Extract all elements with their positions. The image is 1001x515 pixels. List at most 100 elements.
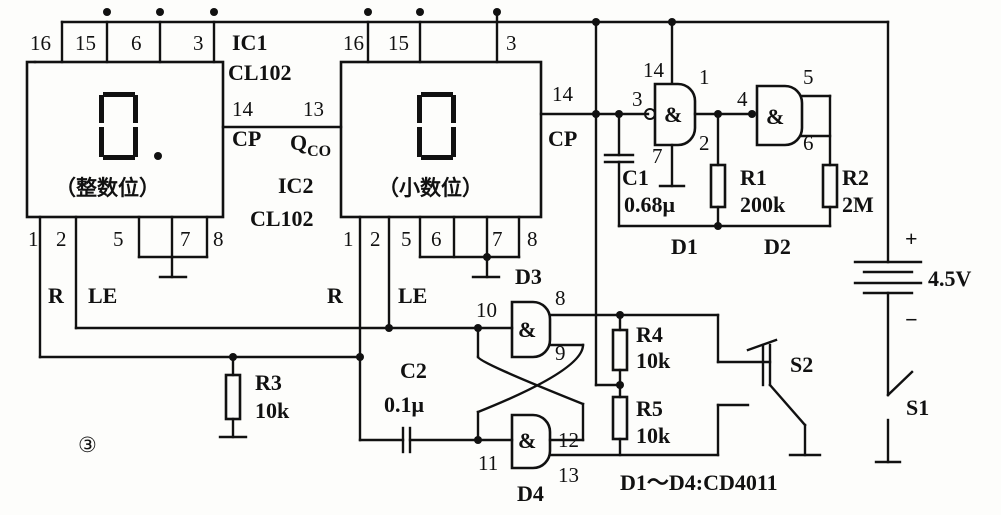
d1-pin3-label: 3 xyxy=(632,87,643,111)
s1-label: S1 xyxy=(906,395,929,420)
junction-dot xyxy=(103,8,111,16)
battery-voltage-label: 4.5V xyxy=(928,266,972,291)
pin-numbers: 16 15 6 3 16 15 3 14 13 14 1 2 5 7 8 1 2… xyxy=(28,31,814,487)
d1-pin2-label: 2 xyxy=(699,131,710,155)
d2-pin4-label: 4 xyxy=(737,87,748,111)
ic2-r-label: R xyxy=(327,283,344,308)
ic1-chip xyxy=(25,60,225,359)
r1-value: 200k xyxy=(740,192,786,217)
ic1-r-label: R xyxy=(48,283,65,308)
ic1-le-label: LE xyxy=(88,283,117,308)
junction-dot xyxy=(592,18,600,26)
ic2-chip xyxy=(339,60,543,442)
r2-label: R2 xyxy=(842,165,869,190)
d4-pin11-label: 11 xyxy=(478,451,498,475)
d2-and-symbol: & xyxy=(766,104,784,129)
d4-and-symbol: & xyxy=(518,428,536,453)
d3-and-symbol: & xyxy=(518,317,536,342)
ic1-pin6-label: 6 xyxy=(131,31,142,55)
r3-value: 10k xyxy=(255,398,290,423)
d4-pin12-label: 12 xyxy=(558,428,579,452)
d4-label: D4 xyxy=(517,481,544,506)
d3-pin10-label: 10 xyxy=(476,298,497,322)
oscillator-section xyxy=(603,82,839,230)
qco-sub: CO xyxy=(307,143,331,160)
d2-pin6-label: 6 xyxy=(803,131,814,155)
d3-pin8-label: 8 xyxy=(555,286,566,310)
ic2-pin16-label: 16 xyxy=(343,31,364,55)
c1-label: C1 xyxy=(622,165,649,190)
ic2-pin1-label: 1 xyxy=(343,227,354,251)
r2-value: 2M xyxy=(842,192,874,217)
ic2-pin8-label: 8 xyxy=(527,227,538,251)
ic2-qco-label: QCO xyxy=(290,130,331,160)
figure-number: ③ xyxy=(78,433,97,457)
d1-pin1-label: 1 xyxy=(699,65,710,89)
ic2-le-label: LE xyxy=(398,283,427,308)
ic1-pin16-label: 16 xyxy=(30,31,51,55)
ic1-cp-label: CP xyxy=(232,126,261,151)
gate-note-label: D1～D4:CD4011 xyxy=(620,470,778,495)
ic1-pin1-label: 1 xyxy=(28,227,39,251)
d1-pin14-label: 14 xyxy=(643,58,665,82)
qco-main: Q xyxy=(290,130,307,155)
ic2-pin2-label: 2 xyxy=(370,227,381,251)
ic2-pin6-label: 6 xyxy=(431,227,442,251)
d3-pin9-label: 9 xyxy=(555,341,566,365)
d1-pin7-label: 7 xyxy=(652,144,663,168)
junction-dot xyxy=(210,8,218,16)
c2-capacitor xyxy=(358,426,514,454)
d2-pin5-label: 5 xyxy=(803,65,814,89)
ic2-cp-label: CP xyxy=(548,126,577,151)
d4-pin13-label: 13 xyxy=(558,463,579,487)
ic2-pin14-label: 14 xyxy=(552,82,574,106)
c2-value: 0.1μ xyxy=(384,392,425,417)
r4-label: R4 xyxy=(636,322,663,347)
ic1-display-caption: （整数位） xyxy=(55,176,160,200)
r3-label: R3 xyxy=(255,370,282,395)
junction-dot xyxy=(668,18,676,26)
ic2-pin5-label: 5 xyxy=(401,227,412,251)
d1-label: D1 xyxy=(671,234,698,259)
r1-label: R1 xyxy=(740,165,767,190)
ic2-label: IC2 xyxy=(278,173,313,198)
component-labels: IC1 CL102 CP QCO IC2 CL102 CP （整数位） （小数位… xyxy=(48,30,972,506)
flipflop-section xyxy=(476,300,720,470)
ic1-pin3-label: 3 xyxy=(193,31,204,55)
r4-value: 10k xyxy=(636,348,671,373)
ic1-pin5-label: 5 xyxy=(113,227,124,251)
ic2-pin3-label: 3 xyxy=(506,31,517,55)
ic1-part-label: CL102 xyxy=(228,60,292,85)
ic1-pin8-label: 8 xyxy=(213,227,224,251)
junction-dot xyxy=(156,8,164,16)
ic2-pin13-label: 13 xyxy=(303,97,324,121)
ic2-pin7-label: 7 xyxy=(492,227,503,251)
r4-r5-s2-section xyxy=(594,313,822,457)
r3-resistor xyxy=(218,355,248,439)
junction-dot xyxy=(364,8,372,16)
r5-value: 10k xyxy=(636,423,671,448)
ic2-pin15-label: 15 xyxy=(388,31,409,55)
top-supply-rail xyxy=(60,8,890,387)
ic1-label: IC1 xyxy=(232,30,267,55)
d1-and-symbol: & xyxy=(664,102,682,127)
battery-minus-label: − xyxy=(905,307,918,332)
r5-label: R5 xyxy=(636,396,663,421)
ic2-display-caption: （小数位） xyxy=(378,176,483,200)
d3-label: D3 xyxy=(515,264,542,289)
battery-plus-label: + xyxy=(905,226,918,251)
s2-label: S2 xyxy=(790,352,813,377)
gate-symbols: & & & & xyxy=(518,102,784,453)
ic1-pin14-label: 14 xyxy=(232,97,254,121)
ic2-part-label: CL102 xyxy=(250,206,314,231)
ic1-pin2-label: 2 xyxy=(56,227,67,251)
ic1-pin7-label: 7 xyxy=(180,227,191,251)
c2-label: C2 xyxy=(400,358,427,383)
d2-label: D2 xyxy=(764,234,791,259)
battery-section xyxy=(853,260,923,464)
junction-dot xyxy=(493,8,501,16)
junction-dot xyxy=(416,8,424,16)
ic1-pin15-label: 15 xyxy=(75,31,96,55)
